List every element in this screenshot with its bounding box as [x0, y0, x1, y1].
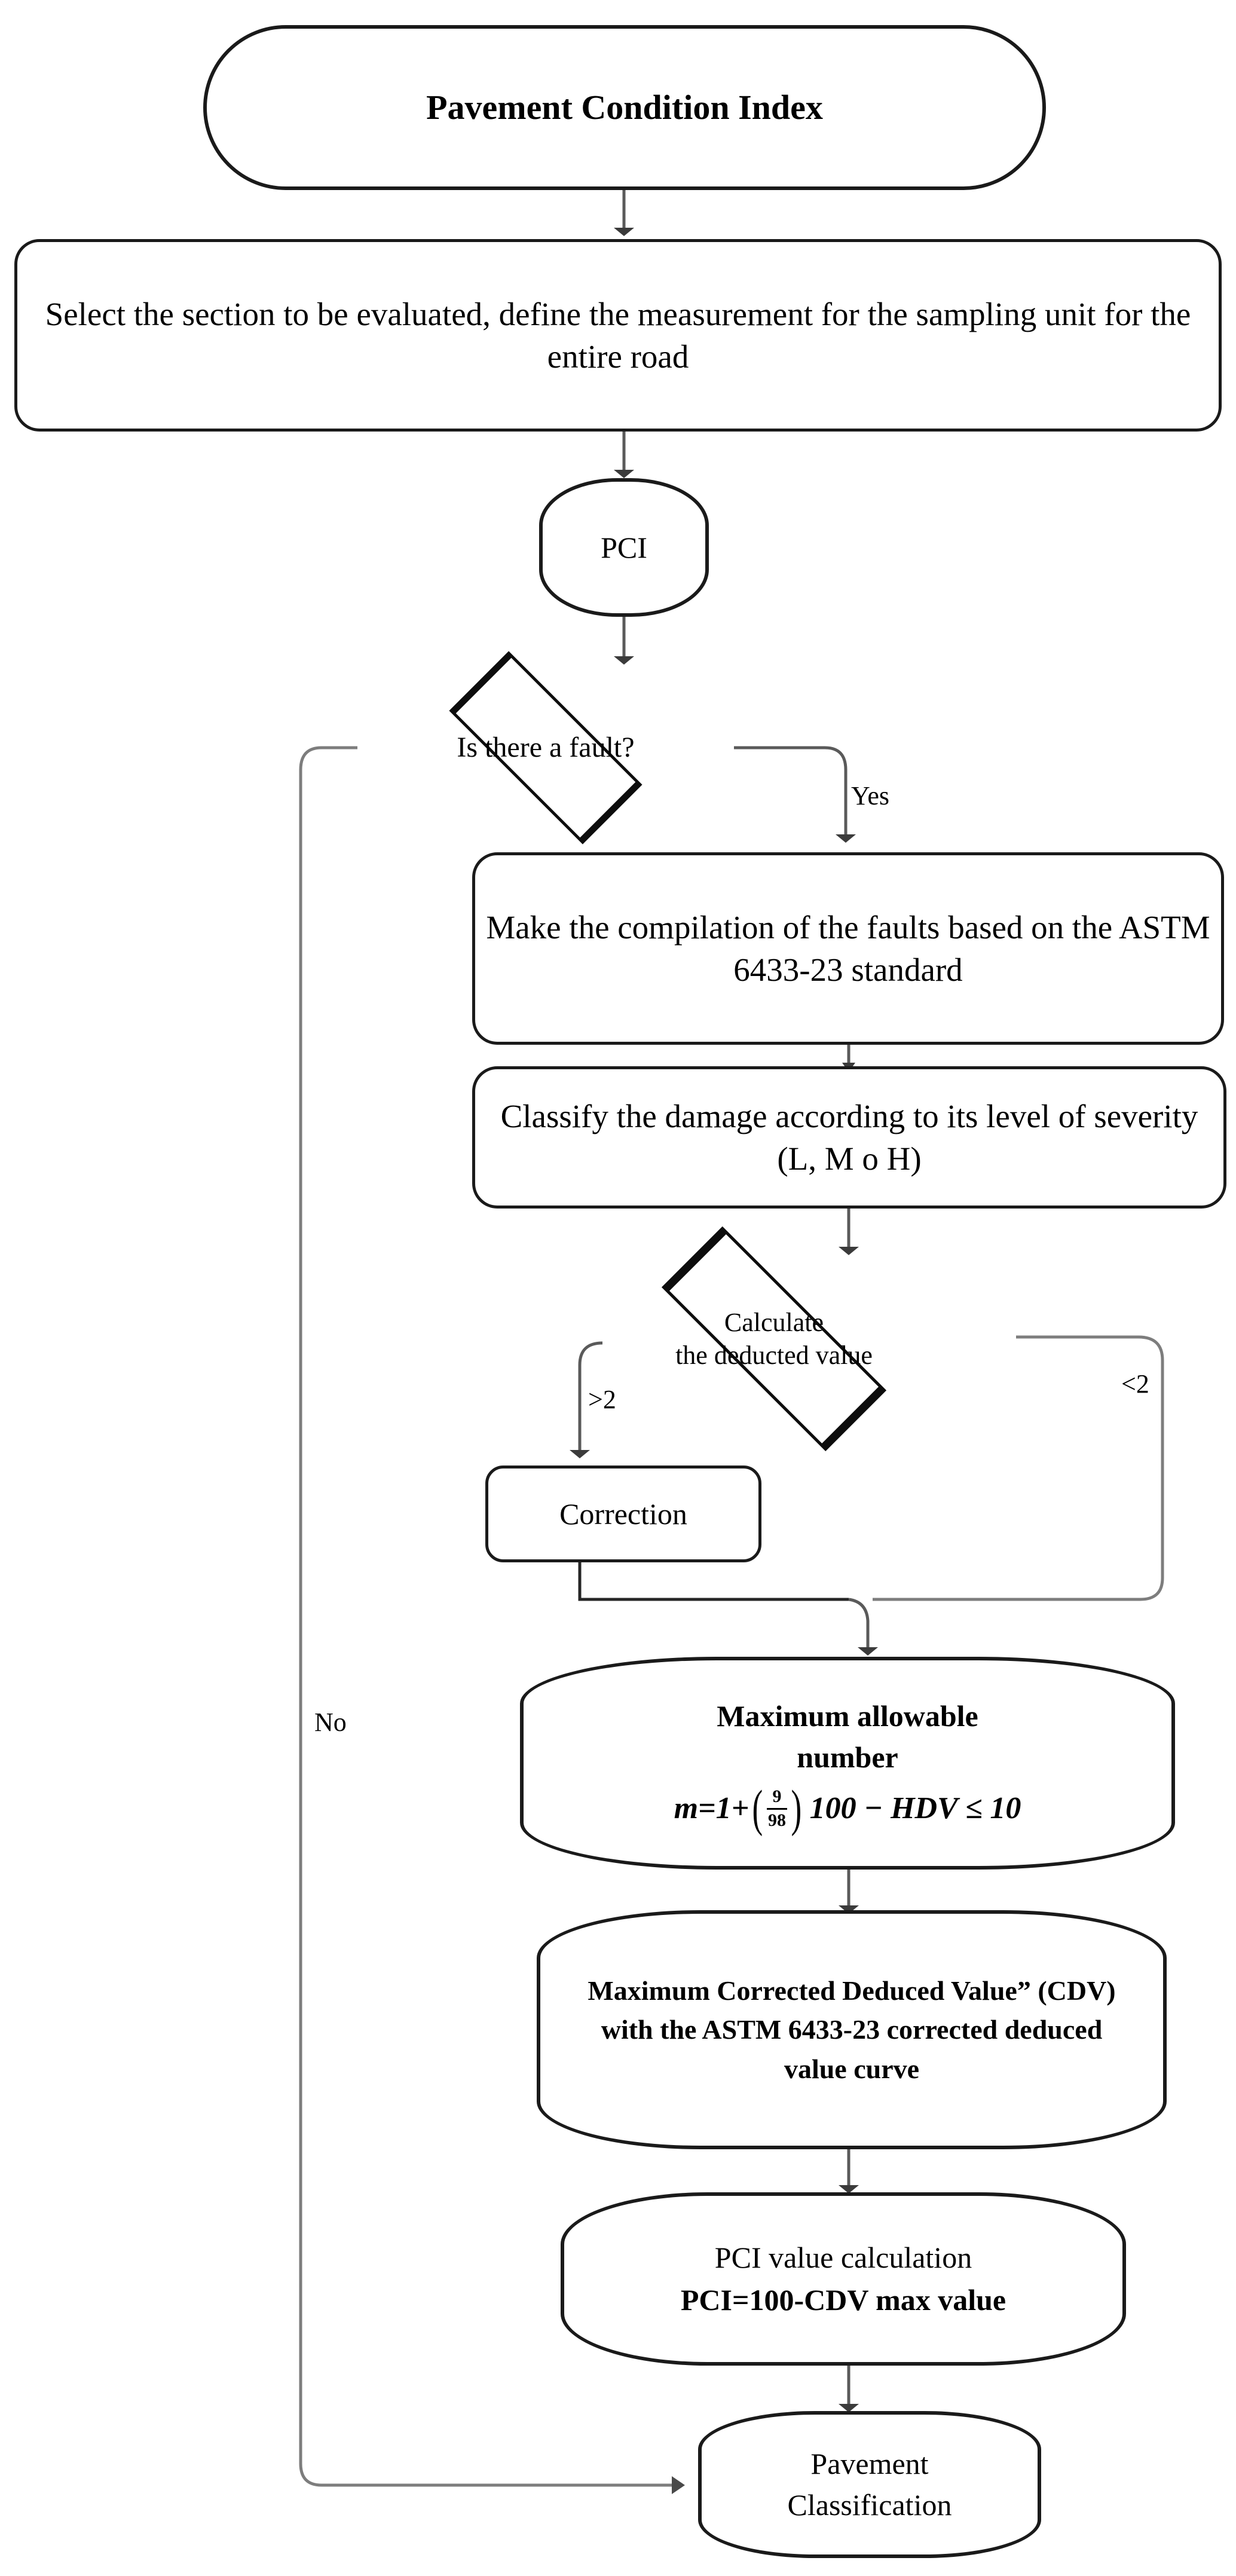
calc-deducted-line1: Calculate — [724, 1308, 824, 1337]
formula-fraction-bar — [766, 1807, 787, 1810]
pci-calculation-line2: PCI=100-CDV max value — [680, 2283, 1006, 2317]
node-is-fault[interactable]: Is there a fault? — [357, 651, 734, 845]
node-pci-calculation-content: PCI value calculation PCI=100-CDV max va… — [564, 2238, 1122, 2320]
node-classify[interactable]: Classify the damage according to its lev… — [472, 1066, 1226, 1209]
pavement-classification-line1: Pavement — [810, 2447, 929, 2480]
edge-calc-gt2-to-correction — [570, 1341, 603, 1458]
formula-fraction-numerator: 9 — [772, 1786, 782, 1806]
node-calculate-deducted-value[interactable]: Calculate the deducted value — [532, 1226, 1016, 1452]
edge-correction-to-merge — [578, 1561, 849, 1601]
edge-label-no: No — [314, 1708, 347, 1737]
formula-left-paren: ( — [752, 1779, 763, 1837]
node-pci[interactable]: PCI — [539, 478, 709, 617]
node-max-cdv-label: Maximum Corrected Deduced Value” (CDV) w… — [588, 1975, 1116, 2084]
edge-merge-to-max-allowable — [848, 1598, 878, 1656]
node-start-label: Pavement Condition Index — [426, 88, 823, 127]
node-compilation[interactable]: Make the compilation of the faults based… — [472, 852, 1224, 1045]
formula-lhs: m=1+ — [674, 1791, 749, 1825]
node-correction[interactable]: Correction — [485, 1466, 761, 1562]
formula-rhs: 100 − HDV ≤ 10 — [809, 1791, 1021, 1825]
node-calculate-deducted-value-label: Calculate the deducted value — [532, 1253, 1016, 1432]
node-pavement-classification-content: Pavement Classification — [702, 2445, 1038, 2525]
node-classify-label: Classify the damage according to its lev… — [500, 1097, 1198, 1177]
edge-fault-no-to-classification — [299, 746, 685, 2494]
node-pci-calculation[interactable]: PCI value calculation PCI=100-CDV max va… — [561, 2192, 1126, 2366]
node-compilation-label: Make the compilation of the faults based… — [486, 908, 1210, 989]
edge-label-lt2: <2 — [1121, 1369, 1149, 1399]
node-max-cdv[interactable]: Maximum Corrected Deduced Value” (CDV) w… — [537, 1910, 1167, 2149]
pci-calculation-line1: PCI value calculation — [714, 2241, 972, 2274]
node-is-fault-label: Is there a fault? — [457, 732, 635, 763]
max-allowable-line2: number — [797, 1740, 898, 1774]
node-select-section-label: Select the section to be evaluated, defi… — [45, 295, 1191, 375]
edge-label-gt2: >2 — [588, 1385, 616, 1414]
node-correction-label: Correction — [559, 1497, 687, 1531]
node-pavement-classification[interactable]: Pavement Classification — [698, 2411, 1041, 2558]
formula-fraction-denominator: 98 — [767, 1810, 786, 1830]
node-select-section[interactable]: Select the section to be evaluated, defi… — [14, 239, 1222, 432]
pavement-classification-line2: Classification — [787, 2488, 952, 2522]
edge-label-yes: Yes — [851, 781, 890, 810]
calc-deducted-line2: the deducted value — [675, 1341, 873, 1370]
edge-fault-yes-to-compilation — [734, 746, 856, 843]
node-start[interactable]: Pavement Condition Index — [203, 25, 1046, 190]
formula-right-paren: ) — [791, 1779, 802, 1837]
max-allowable-line1: Maximum allowable — [717, 1699, 978, 1733]
edge-calc-lt2-to-merge — [873, 1335, 1164, 1601]
node-pci-label: PCI — [601, 530, 647, 564]
